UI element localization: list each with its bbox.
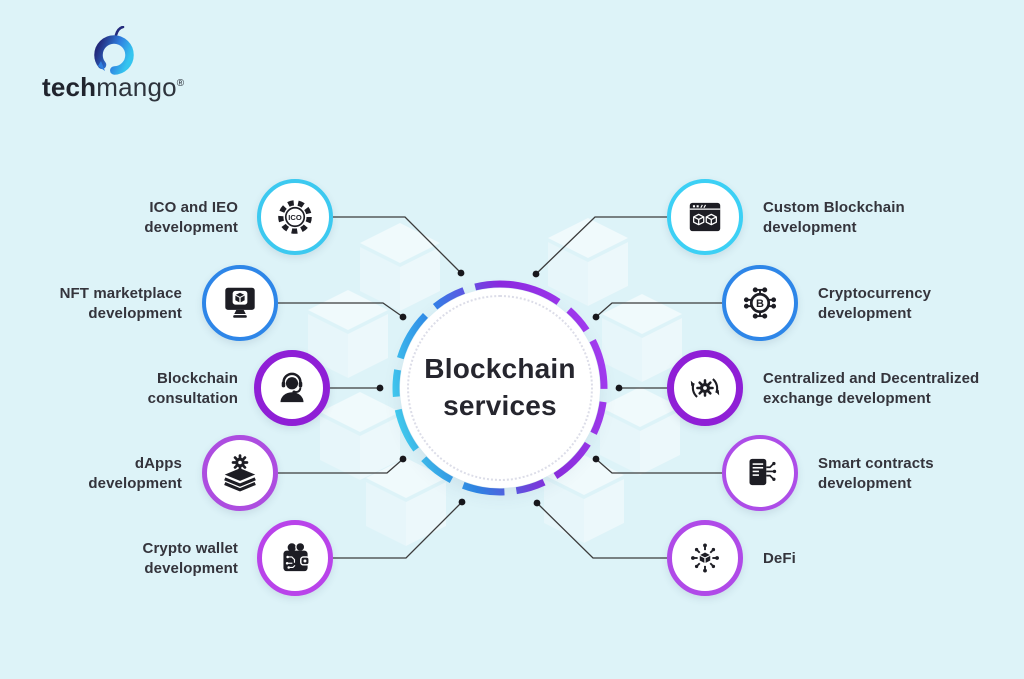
label-cryptocurrency-development: Cryptocurrency development [818,285,932,322]
label-blockchain-consultation: Blockchain consultation [147,370,238,407]
mango-icon [94,26,134,75]
bitcoin-circuit-icon: B [743,287,777,319]
browser-cubes-icon [689,202,721,232]
svg-text:B: B [756,298,764,310]
label-ico-ieo-development: ICO and IEO development [144,199,238,236]
node-blockchain-consultation [254,350,330,426]
crypto-wallet-icon [283,541,310,572]
label-dapps-development: dApps development [88,455,182,492]
connector-dots [376,269,623,507]
label-exchange-development: Centralized and Decentralized exchange d… [763,370,980,407]
logo-text-mango: mango [96,72,177,102]
label-smart-contracts-development: Smart contracts development [818,455,934,492]
node-ico-ieo-development: ICO [257,179,333,255]
center-title: Blockchain services [424,353,576,421]
consultant-headset-icon [280,372,304,403]
contract-document-circuit-icon [749,458,777,486]
label-crypto-wallet-development: Crypto wallet development [142,540,238,577]
label-nft-marketplace-development: NFT marketplace development [59,285,182,322]
label-defi: DeFi [763,550,796,567]
registered-trademark: ® [176,78,185,89]
center-dotted-ring [407,295,593,481]
node-crypto-wallet-development [257,520,333,596]
node-nft-marketplace-development [202,265,278,341]
node-dapps-development [202,435,278,511]
defi-cube-network-icon [691,543,719,573]
node-defi [667,520,743,596]
node-exchange-development [667,350,743,426]
center-gradient-ring [392,280,608,496]
nft-monitor-cube-icon [225,287,255,318]
center-circle: Blockchain services [400,288,600,488]
node-custom-blockchain-development [667,179,743,255]
svg-text:ICO: ICO [288,213,302,222]
label-custom-blockchain-development: Custom Blockchain development [763,199,905,236]
logo-text-tech: tech [42,72,97,102]
gear-layers-icon [224,454,256,492]
logo-wordmark: techmango® [42,72,184,103]
node-cryptocurrency-development: B [722,265,798,341]
techmango-logo: techmango® [42,26,242,106]
gear-sync-arrows-icon [690,378,720,398]
node-smart-contracts-development [722,435,798,511]
ico-coin-icon: ICO [278,200,312,234]
